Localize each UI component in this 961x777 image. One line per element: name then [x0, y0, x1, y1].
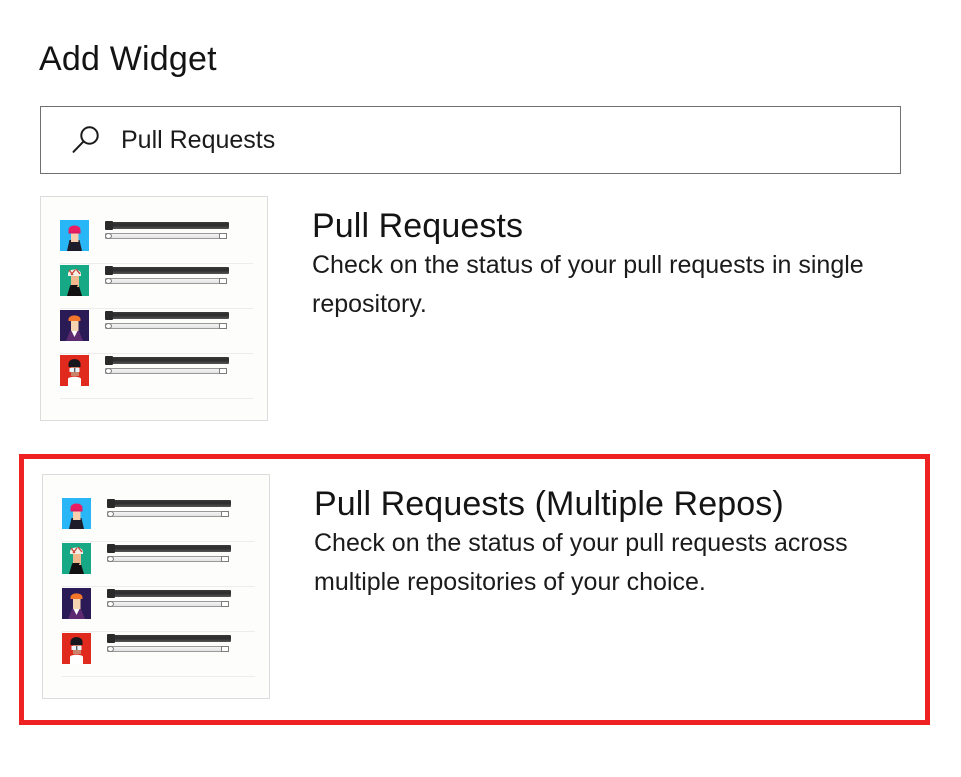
preview-text-lines	[105, 264, 253, 284]
preview-text-lines	[107, 497, 255, 517]
page-title: Add Widget	[39, 40, 217, 78]
avatar-sunglasses-icon	[62, 633, 91, 664]
list-item	[62, 542, 255, 587]
list-item	[60, 309, 253, 354]
widget-title: Pull Requests (Multiple Repos)	[314, 485, 784, 523]
preview-line-title	[105, 221, 229, 230]
preview-line-sub	[107, 556, 229, 562]
preview-line-title	[105, 311, 229, 320]
preview-text-lines	[105, 219, 253, 239]
widget-result-text: Pull Requests (Multiple Repos) Check on …	[314, 474, 917, 602]
preview-text-lines	[105, 354, 253, 374]
preview-pr-list	[62, 497, 255, 677]
avatar-orange-hair-icon	[62, 588, 91, 619]
preview-line-sub	[107, 646, 229, 652]
avatar-bandana-icon	[60, 265, 89, 296]
preview-line-title	[105, 266, 229, 275]
list-item	[62, 632, 255, 677]
preview-text-lines	[107, 542, 255, 562]
preview-line-sub	[105, 323, 227, 329]
preview-line-sub	[105, 233, 227, 239]
search-input[interactable]	[121, 125, 821, 155]
preview-text-lines	[107, 587, 255, 607]
widget-preview-thumbnail	[40, 196, 268, 421]
search-icon	[72, 126, 99, 153]
preview-text-lines	[107, 632, 255, 652]
preview-line-title	[105, 356, 229, 365]
preview-line-title	[107, 499, 231, 508]
widget-search-box[interactable]	[40, 106, 901, 174]
list-item	[60, 219, 253, 264]
preview-line-sub	[107, 601, 229, 607]
widget-result-pull-requests[interactable]: Pull Requests Check on the status of you…	[40, 196, 920, 426]
preview-pr-list	[60, 219, 253, 399]
widget-result-pull-requests-multiple-repos[interactable]: Pull Requests (Multiple Repos) Check on …	[42, 474, 917, 704]
preview-line-title	[107, 634, 231, 643]
avatar-sunglasses-icon	[60, 355, 89, 386]
list-item	[60, 354, 253, 399]
avatar-pink-hair-icon	[62, 498, 91, 529]
avatar-orange-hair-icon	[60, 310, 89, 341]
avatar-bandana-icon	[62, 543, 91, 574]
widget-preview-thumbnail	[42, 474, 270, 699]
list-item	[62, 587, 255, 632]
preview-text-lines	[105, 309, 253, 329]
preview-line-title	[107, 589, 231, 598]
widget-result-text: Pull Requests Check on the status of you…	[312, 196, 920, 324]
preview-line-sub	[105, 368, 227, 374]
list-item	[62, 497, 255, 542]
widget-description: Check on the status of your pull request…	[314, 529, 848, 596]
widget-description: Check on the status of your pull request…	[312, 251, 864, 318]
preview-line-sub	[105, 278, 227, 284]
avatar-pink-hair-icon	[60, 220, 89, 251]
list-item	[60, 264, 253, 309]
preview-line-sub	[107, 511, 229, 517]
preview-line-title	[107, 544, 231, 553]
widget-title: Pull Requests	[312, 207, 524, 245]
